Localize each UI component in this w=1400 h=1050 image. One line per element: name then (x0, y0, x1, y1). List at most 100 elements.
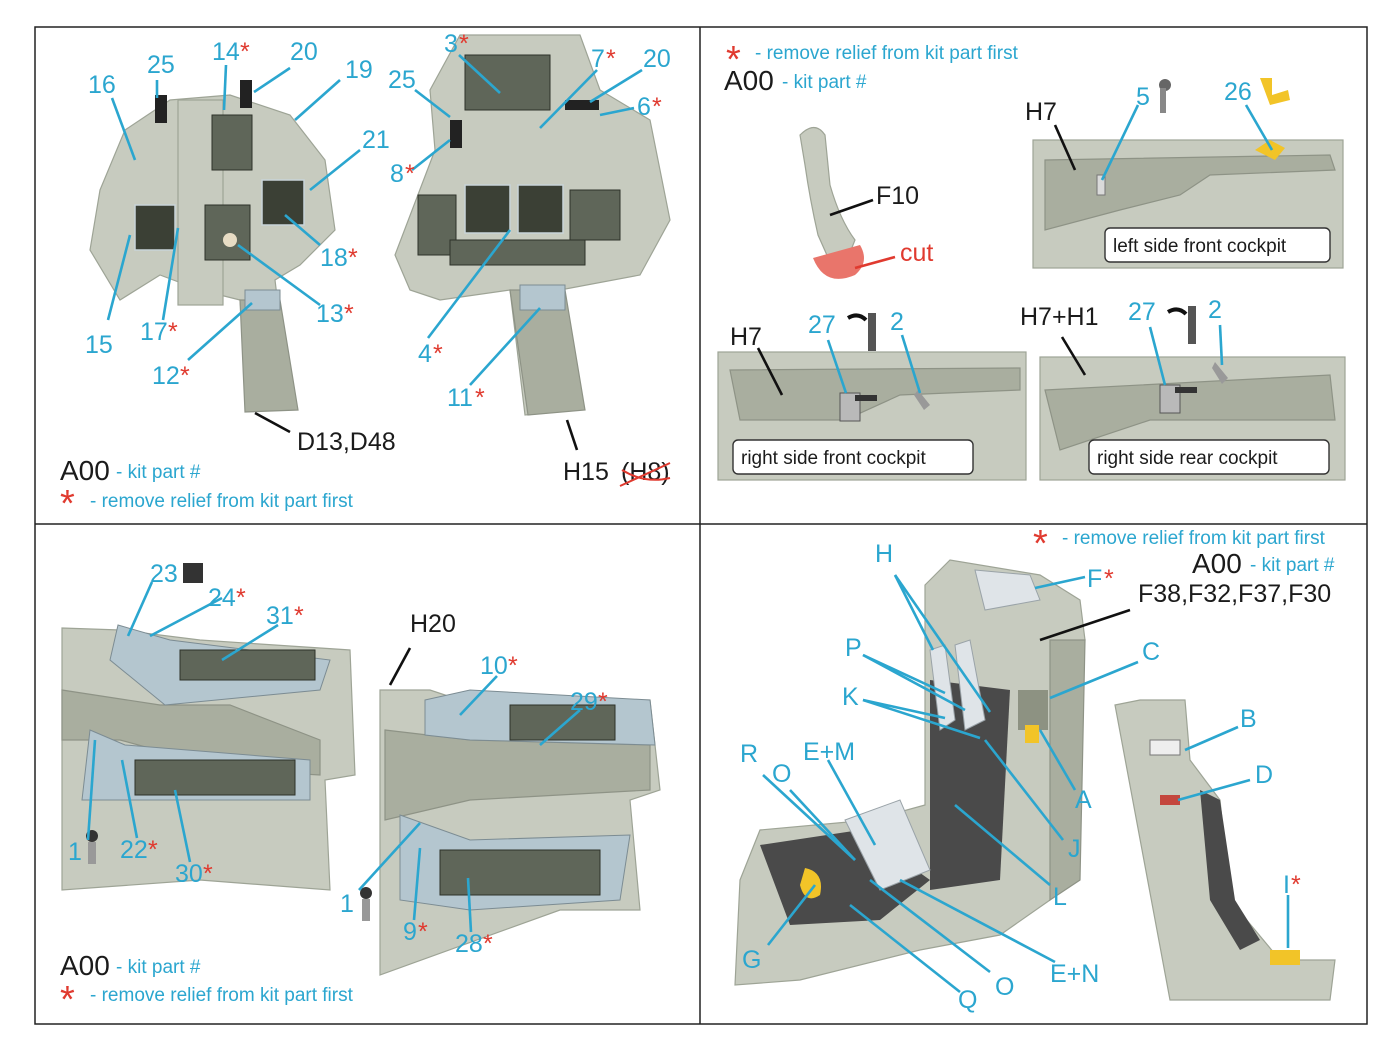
kit-part-d13-d48: D13,D48 (297, 428, 396, 456)
bottom-right-leaders (762, 574, 1290, 994)
svg-text:*: * (168, 318, 178, 346)
callout-9: 9 (403, 918, 417, 946)
callout-k: K (842, 683, 859, 711)
callout-1: 1 (68, 838, 82, 866)
callout-2b: 2 (1208, 296, 1222, 324)
bottom-right-legend: * - remove relief from kit part first A0… (1033, 523, 1335, 579)
callout-25b: 25 (388, 66, 416, 94)
svg-text:*: * (1033, 523, 1048, 565)
callout-7: 7 (591, 45, 605, 73)
callout-e-m: E+M (803, 738, 855, 766)
kit-part-f38-f32-f37-f30: F38,F32,F37,F30 (1138, 580, 1331, 608)
callout-20: 20 (290, 38, 318, 66)
callout-23: 23 (150, 560, 178, 588)
callout-p: P (845, 634, 862, 662)
callout-17: 17 (140, 318, 168, 346)
kit-part-h7-h1: H7+H1 (1020, 303, 1099, 331)
svg-text:*: * (652, 93, 662, 121)
legend-code-text: - kit part # (1250, 555, 1335, 576)
callout-11: 11 (447, 384, 473, 412)
callout-6: 6 (637, 93, 651, 121)
callout-31: 31 (266, 602, 294, 630)
callout-15: 15 (85, 331, 113, 359)
top-right-legend: * - remove relief from kit part first A0… (724, 39, 1019, 96)
svg-text:*: * (60, 483, 75, 525)
svg-text:*: * (180, 362, 190, 390)
callout-16: 16 (88, 71, 116, 99)
callout-18: 18 (320, 244, 348, 272)
kit-part-f10: F10 (876, 182, 919, 210)
callout-h: H (875, 540, 893, 568)
callout-2: 2 (890, 308, 904, 336)
svg-text:*: * (60, 979, 75, 1021)
callout-f: F (1087, 565, 1102, 593)
callout-g: G (742, 946, 761, 974)
svg-text:*: * (418, 918, 428, 946)
left-console-illustration (61, 563, 356, 891)
legend-code: A00 (1192, 548, 1242, 579)
top-left-legend: A00 - kit part # * - remove relief from … (60, 455, 354, 525)
legend-star-text: - remove relief from kit part first (90, 491, 354, 512)
callout-19: 19 (345, 56, 373, 84)
callout-b: B (1240, 705, 1257, 733)
callout-d: D (1255, 761, 1273, 789)
callout-27b: 27 (1128, 298, 1156, 326)
kit-part-h15: H15 (563, 458, 609, 486)
legend-star-text: - remove relief from kit part first (1062, 528, 1326, 549)
legend-star-text: - remove relief from kit part first (90, 985, 354, 1006)
bottom-right-callouts: H F * F38,F32,F37,F30 C P K R O E+M A B … (740, 540, 1331, 1014)
callout-20b: 20 (643, 45, 671, 73)
callout-24: 24 (208, 584, 236, 612)
kit-part-h7b: H7 (730, 323, 762, 351)
svg-text:*: * (405, 160, 415, 188)
callout-q: Q (958, 986, 977, 1014)
front-cockpit-panel-illustration (89, 80, 336, 413)
caption-right-rear: right side rear cockpit (1097, 448, 1278, 469)
callout-3: 3 (444, 30, 458, 58)
callout-e-n: E+N (1050, 960, 1099, 988)
legend-code: A00 (60, 950, 110, 981)
svg-text:*: * (1104, 565, 1114, 593)
callout-21: 21 (362, 126, 390, 154)
callout-j: J (1068, 835, 1081, 863)
callout-c: C (1142, 638, 1160, 666)
callout-29: 29 (570, 688, 598, 716)
callout-30: 30 (175, 860, 203, 888)
callout-i: I (1283, 871, 1290, 899)
svg-text:*: * (726, 39, 741, 81)
callout-27: 27 (808, 311, 836, 339)
right-side-rear-cockpit: H7+H1 27 2 right side rear cockpit (1020, 296, 1346, 481)
rear-cockpit-panel-illustration (394, 34, 671, 416)
callout-25: 25 (147, 51, 175, 79)
svg-text:*: * (483, 930, 493, 958)
legend-code-text: - kit part # (782, 72, 867, 93)
callout-8: 8 (390, 160, 404, 188)
right-side-front-cockpit: H7 27 2 right side front cockpit (717, 308, 1027, 481)
svg-text:*: * (598, 688, 608, 716)
svg-text:*: * (294, 602, 304, 630)
callout-a: A (1075, 786, 1092, 814)
legend-code-text: - kit part # (116, 462, 201, 483)
callout-o2: O (995, 973, 1014, 1001)
callout-5: 5 (1136, 83, 1150, 111)
legend-star-text: - remove relief from kit part first (755, 43, 1019, 64)
cut-label: cut (900, 239, 933, 267)
control-stick-illustration: F10 cut (799, 126, 933, 279)
svg-text:*: * (240, 38, 250, 66)
top-left-callouts: 25 16 14 * 20 19 21 18 * 13 * 12 * 15 17… (85, 30, 671, 487)
caption-right-front: right side front cockpit (741, 448, 927, 469)
bottom-left-legend: A00 - kit part # * - remove relief from … (60, 950, 354, 1021)
svg-text:*: * (1291, 871, 1301, 899)
svg-text:*: * (459, 30, 469, 58)
bottom-left-callouts: 23 24 * 31 * H20 10 * 29 * 1 22 * 30 * 1… (68, 560, 608, 958)
callout-l: L (1053, 883, 1067, 911)
legend-code: A00 (60, 455, 110, 486)
callout-r: R (740, 740, 758, 768)
kit-part-h20: H20 (410, 610, 456, 638)
svg-text:*: * (236, 584, 246, 612)
callout-12: 12 (152, 362, 180, 390)
svg-text:*: * (348, 244, 358, 272)
svg-text:*: * (475, 384, 485, 412)
right-console-illustration (360, 689, 661, 976)
bottom-left-leaders (86, 581, 581, 933)
